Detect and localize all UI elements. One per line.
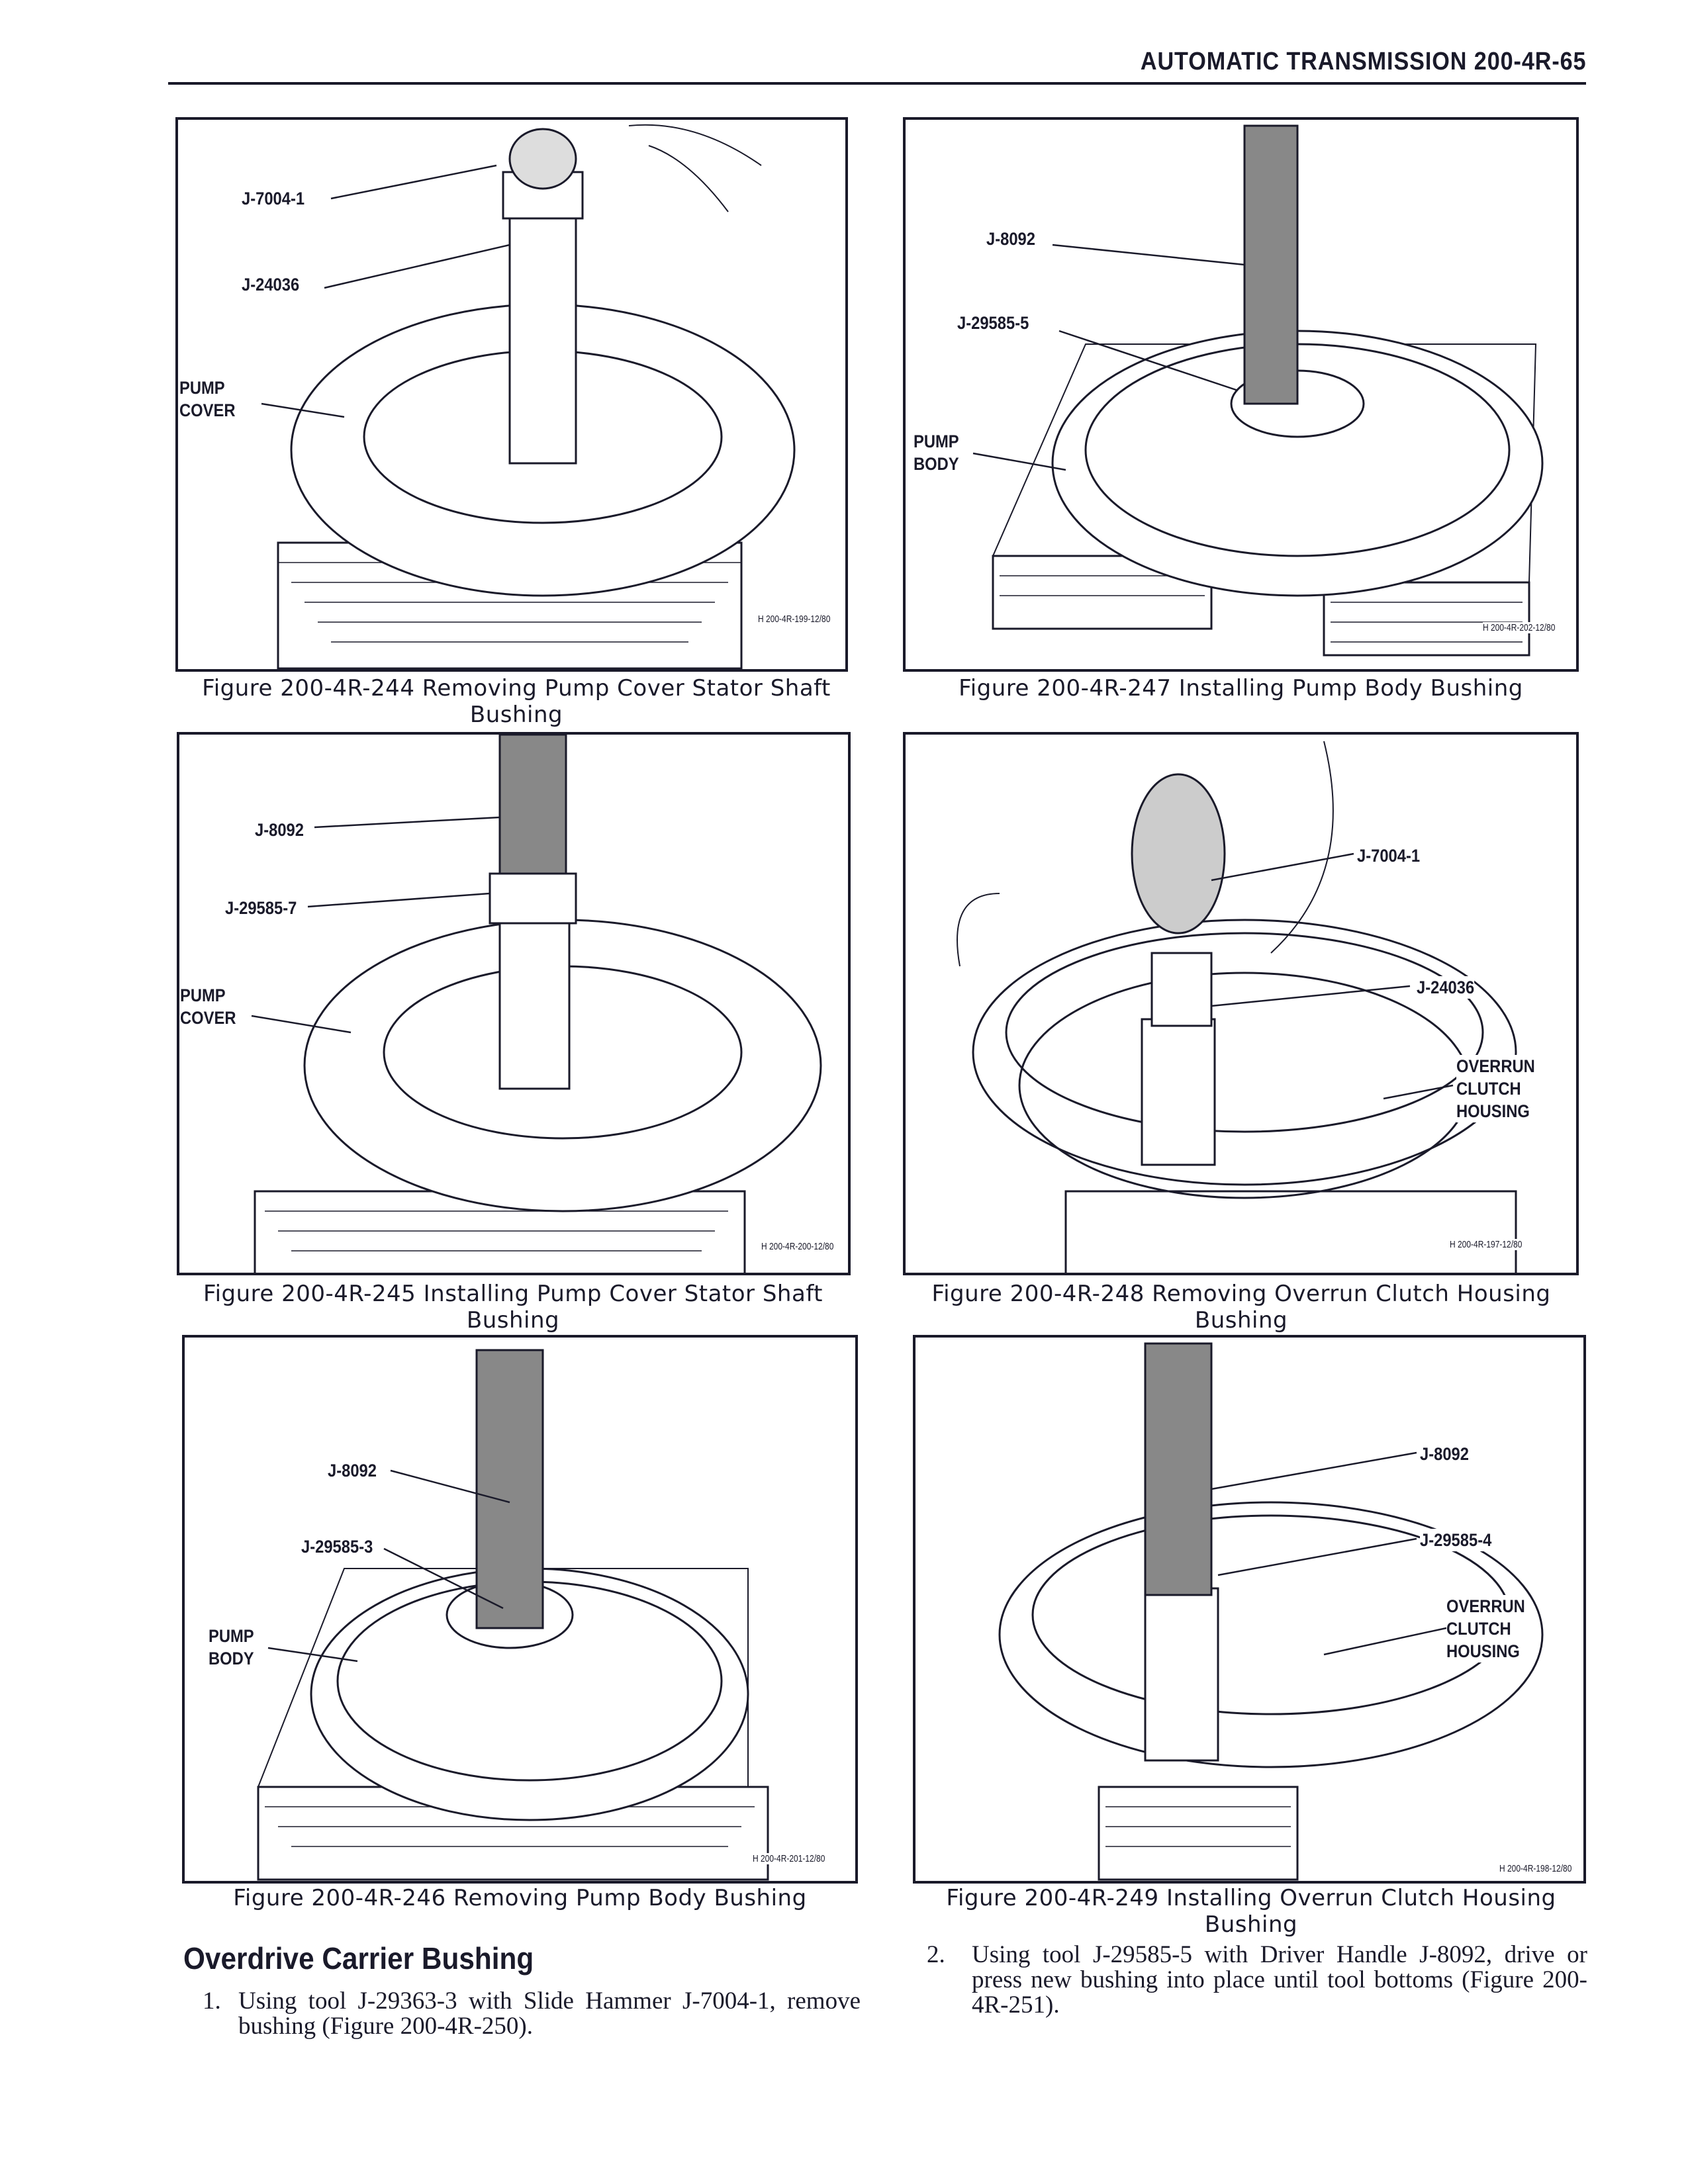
label-pump-body: PUMP BODY <box>209 1625 254 1670</box>
label-overrun-clutch-housing: OVERRUN CLUTCH HOUSING <box>1456 1055 1535 1122</box>
step-number: 2. <box>927 1941 945 1968</box>
label-j29585-7: J-29585-7 <box>225 897 297 919</box>
figure-244-frame <box>175 117 848 672</box>
label-j8092: J-8092 <box>328 1459 377 1482</box>
figure-caption: Figure 200-4R-245 Installing Pump Cover … <box>203 1281 823 1334</box>
header-rule <box>168 82 1586 85</box>
figure-code: H 200-4R-198-12/80 <box>1499 1863 1572 1874</box>
label-overrun-clutch-housing: OVERRUN CLUTCH HOUSING <box>1446 1595 1525 1662</box>
figure-code: H 200-4R-199-12/80 <box>758 614 831 625</box>
label-j29585-4: J-29585-4 <box>1420 1529 1492 1551</box>
figure-246-drawing <box>257 1349 769 1881</box>
figure-code: H 200-4R-202-12/80 <box>1483 622 1556 633</box>
figure-245-drawing <box>251 733 822 1275</box>
figure-248-drawing <box>957 741 1517 1275</box>
step-text: Using tool J-29363-3 with Slide Hammer J… <box>238 1987 861 2040</box>
label-j29585-5: J-29585-5 <box>957 312 1029 334</box>
figure-code: H 200-4R-200-12/80 <box>761 1241 834 1252</box>
label-j8092: J-8092 <box>255 819 304 841</box>
figure-247-frame <box>903 117 1579 672</box>
figure-246-frame <box>182 1335 858 1884</box>
figure-caption: Figure 200-4R-244 Removing Pump Cover St… <box>202 675 831 728</box>
label-pump-cover: PUMP COVER <box>180 984 236 1029</box>
label-j8092: J-8092 <box>1420 1443 1469 1465</box>
section-heading: Overdrive Carrier Bushing <box>183 1941 534 1976</box>
step-number: 1. <box>203 1987 221 2015</box>
label-j24036: J-24036 <box>242 273 300 296</box>
page-header: AUTOMATIC TRANSMISSION 200-4R-65 <box>1140 48 1586 75</box>
figure-244-drawing <box>261 124 796 670</box>
label-j7004-1: J-7004-1 <box>242 187 305 210</box>
label-j8092: J-8092 <box>986 228 1035 250</box>
figure-249-drawing <box>998 1342 1544 1881</box>
label-j7004-1: J-7004-1 <box>1357 844 1421 867</box>
figure-caption: Figure 200-4R-248 Removing Overrun Clutc… <box>931 1281 1551 1334</box>
label-pump-body: PUMP BODY <box>914 430 959 475</box>
step-text: Using tool J-29585-5 with Driver Handle … <box>972 1941 1587 2019</box>
figure-247-drawing <box>972 124 1544 657</box>
figure-caption: Figure 200-4R-247 Installing Pump Body B… <box>959 675 1523 702</box>
label-pump-cover: PUMP COVER <box>179 377 236 422</box>
figure-code: H 200-4R-201-12/80 <box>753 1853 825 1864</box>
figure-caption: Figure 200-4R-249 Installing Overrun Clu… <box>946 1885 1556 1938</box>
figure-code: H 200-4R-197-12/80 <box>1450 1239 1523 1250</box>
label-j24036: J-24036 <box>1417 976 1475 999</box>
figure-248-frame <box>903 732 1579 1275</box>
figure-245-frame <box>177 732 851 1275</box>
figure-249-frame <box>913 1335 1586 1884</box>
label-j29585-3: J-29585-3 <box>301 1535 373 1558</box>
figure-caption: Figure 200-4R-246 Removing Pump Body Bus… <box>233 1885 807 1911</box>
